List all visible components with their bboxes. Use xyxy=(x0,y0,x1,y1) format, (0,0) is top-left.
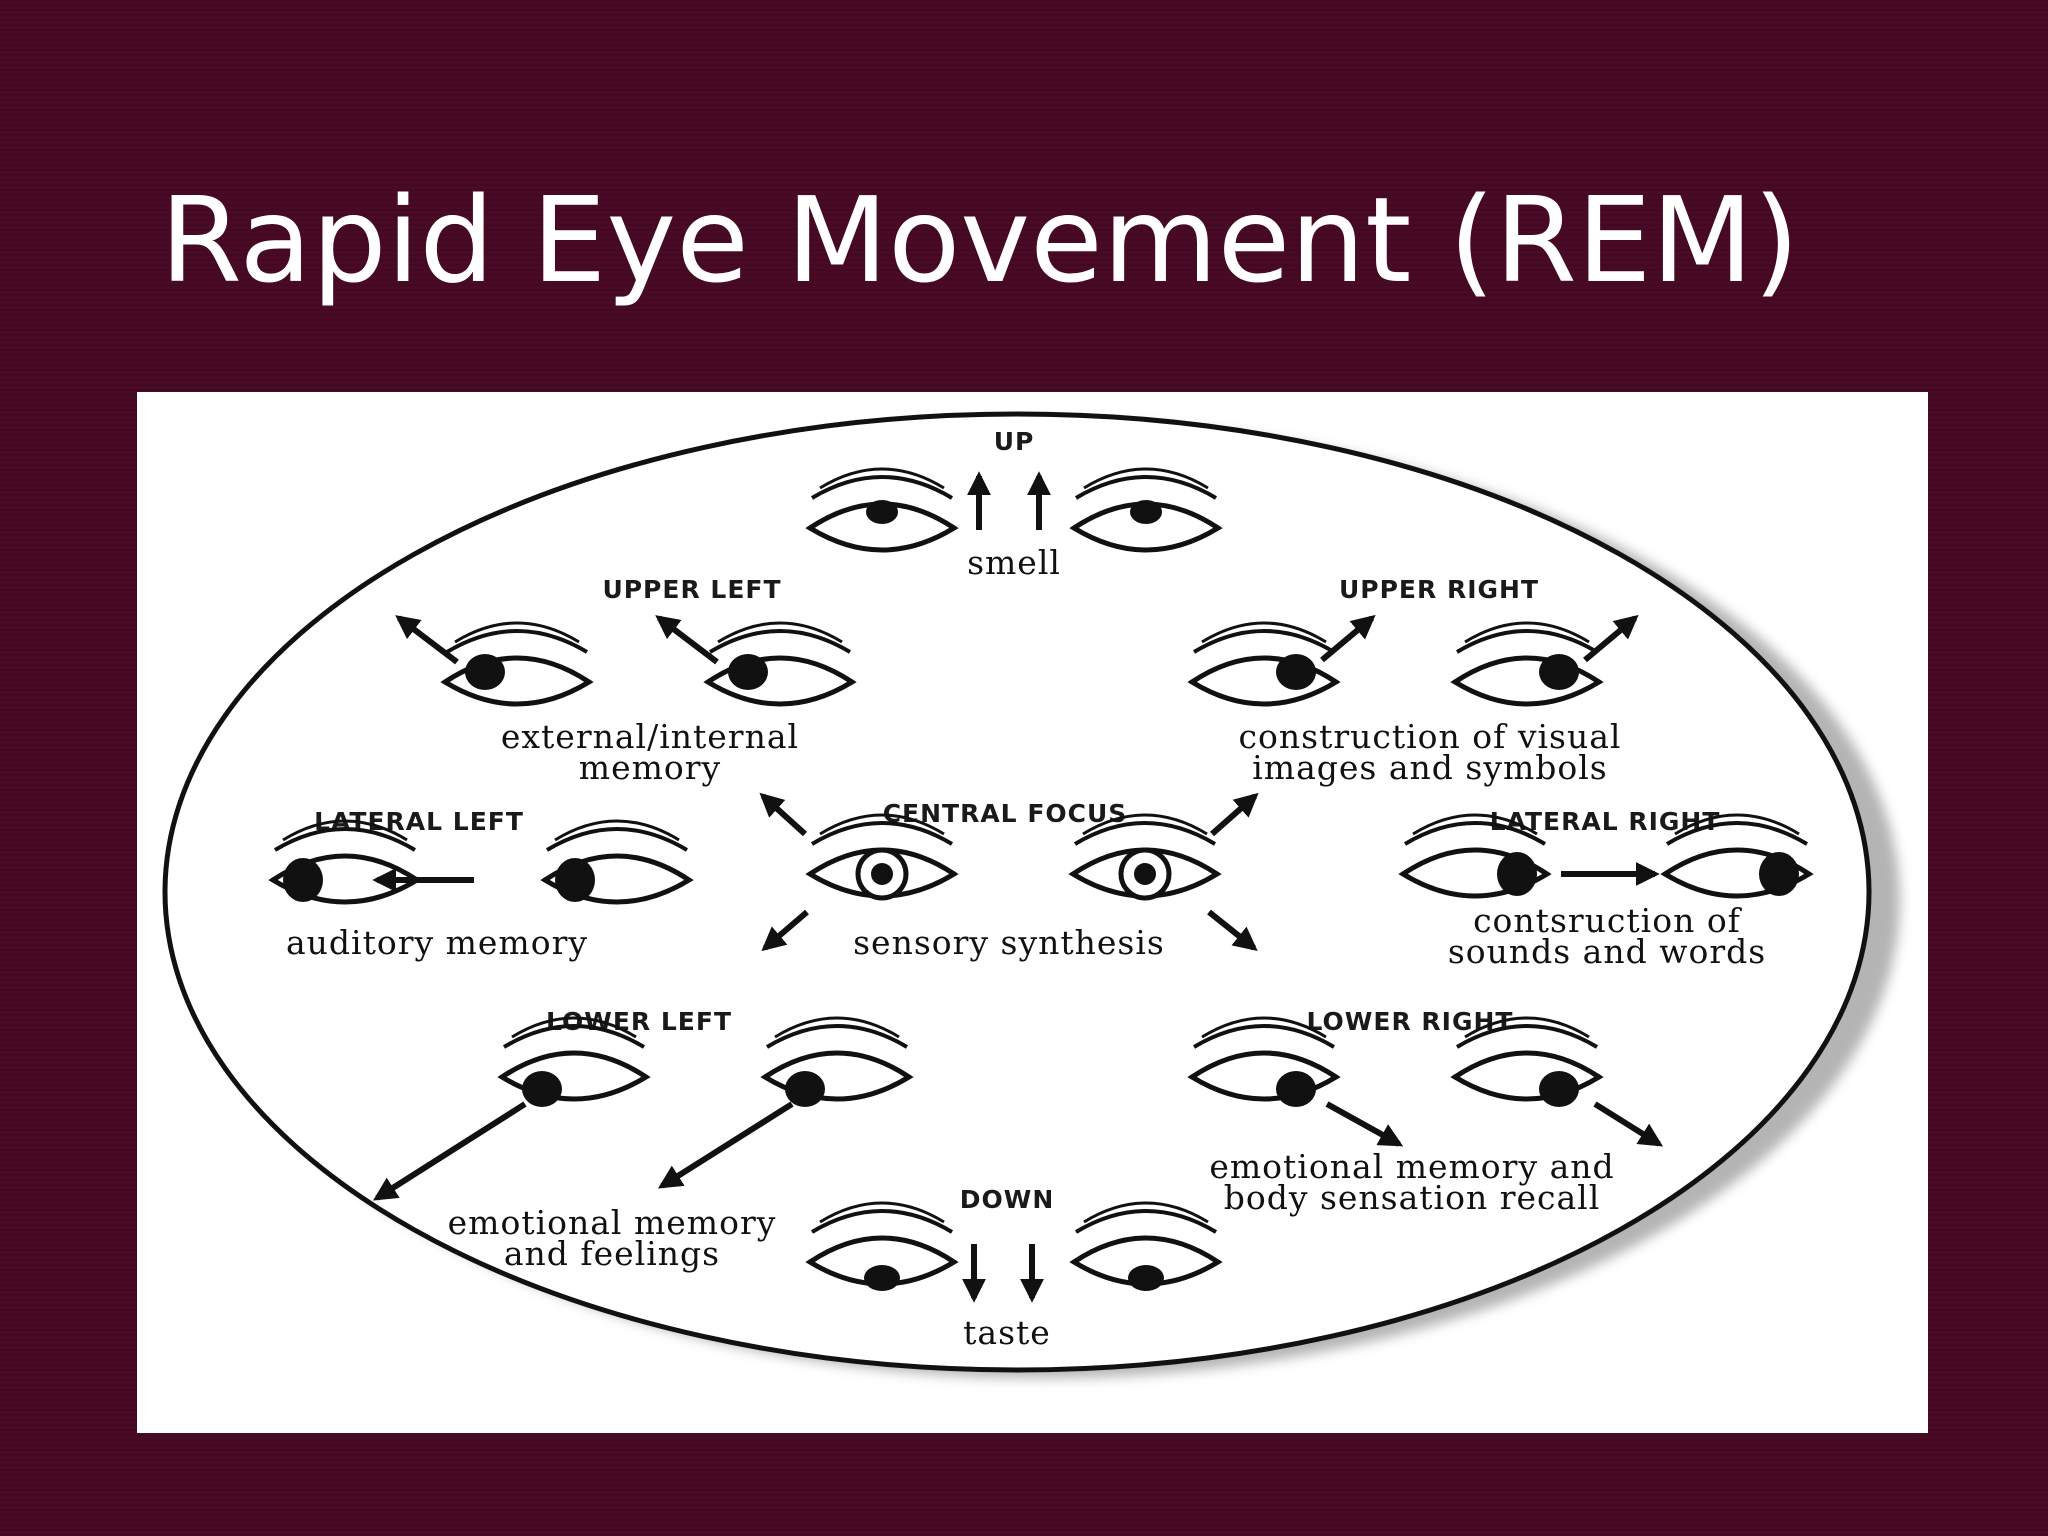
lower-left-eye-1 xyxy=(502,1018,646,1107)
upper-left-description-line2: memory xyxy=(579,748,721,787)
upper-right-label: UPPER RIGHT xyxy=(1339,575,1539,604)
lower-right-eye-2 xyxy=(1455,1018,1599,1107)
lateral-left-group: LATERAL LEFT auditory memory xyxy=(273,807,689,962)
lower-left-arrow-2 xyxy=(657,1101,794,1189)
up-label: UP xyxy=(994,427,1035,456)
upper-right-group: UPPER RIGHT construction of visual image… xyxy=(1192,575,1639,787)
upper-left-label: UPPER LEFT xyxy=(602,575,781,604)
central-eye-left xyxy=(810,815,954,901)
eye-movement-diagram: UP smell UPPER LEFT xyxy=(137,392,1928,1433)
upper-left-description-line1: external/internal xyxy=(501,717,799,756)
central-arrow-lower-right xyxy=(1207,909,1258,951)
lower-right-description-line2: body sensation recall xyxy=(1224,1178,1601,1217)
lateral-left-description: auditory memory xyxy=(286,923,588,962)
central-focus-label: CENTRAL FOCUS xyxy=(883,799,1128,828)
down-eye-left xyxy=(810,1203,954,1291)
lateral-left-eye-2 xyxy=(545,821,689,902)
up-description: smell xyxy=(967,543,1061,582)
lower-left-arrow-1 xyxy=(372,1101,527,1201)
lower-right-group: LOWER RIGHT emotional memory and body se… xyxy=(1192,1007,1664,1217)
upper-left-group: UPPER LEFT external/internal memory xyxy=(395,575,852,787)
upper-right-eye-2 xyxy=(1455,623,1599,704)
upper-left-eye-1 xyxy=(445,623,589,704)
down-group: DOWN taste xyxy=(810,1185,1218,1352)
up-eye-right xyxy=(1074,469,1218,550)
central-eye-right xyxy=(1073,815,1217,901)
lateral-right-eye-1 xyxy=(1403,815,1547,896)
upper-right-eye-1 xyxy=(1192,623,1336,704)
eye-movement-diagram-svg: UP smell UPPER LEFT xyxy=(162,411,1900,1378)
lateral-right-description-line2: sounds and words xyxy=(1448,932,1766,971)
down-description: taste xyxy=(963,1313,1051,1352)
lower-left-eye-2 xyxy=(765,1018,909,1107)
central-arrow-lower-left xyxy=(761,909,809,952)
upper-right-arrow-1 xyxy=(1320,614,1376,663)
central-arrow-upper-right xyxy=(1210,792,1259,837)
down-eye-right xyxy=(1074,1203,1218,1291)
lateral-right-eye-2 xyxy=(1665,815,1809,896)
down-label: DOWN xyxy=(960,1185,1055,1214)
upper-right-arrow-2 xyxy=(1583,614,1639,663)
lower-right-description-line1: emotional memory and xyxy=(1209,1147,1614,1186)
oval-border xyxy=(162,411,1872,1373)
lateral-left-eye-1 xyxy=(273,821,417,902)
up-group: UP smell xyxy=(810,427,1218,582)
central-description: sensory synthesis xyxy=(853,923,1165,962)
lower-left-description-line1: emotional memory xyxy=(448,1203,777,1242)
lateral-right-group: LATERAL RIGHT contsruction of sounds and… xyxy=(1403,807,1809,971)
lower-right-arrow-1 xyxy=(1325,1101,1404,1147)
lower-left-group: LOWER LEFT emotional memory and feelings xyxy=(372,1007,909,1273)
lower-right-arrow-2 xyxy=(1593,1101,1664,1147)
upper-right-description-line1: construction of visual xyxy=(1239,717,1622,756)
lateral-right-description-line1: contsruction of xyxy=(1473,901,1743,940)
lower-left-label: LOWER LEFT xyxy=(546,1007,732,1036)
lower-right-eye-1 xyxy=(1192,1018,1336,1107)
central-arrow-upper-left xyxy=(759,792,808,837)
lower-right-label: LOWER RIGHT xyxy=(1307,1007,1514,1036)
up-eye-left xyxy=(810,469,954,550)
upper-left-eye-2 xyxy=(708,623,852,704)
upper-left-arrow-2 xyxy=(655,615,719,665)
lower-left-description-line2: and feelings xyxy=(504,1234,720,1273)
central-focus-group: CENTRAL FOCUS sensory synthesis xyxy=(759,792,1259,962)
slide-title: Rapid Eye Movement (REM) xyxy=(160,171,1800,309)
upper-right-description-line2: images and symbols xyxy=(1252,748,1608,787)
upper-left-arrow-1 xyxy=(395,615,459,665)
